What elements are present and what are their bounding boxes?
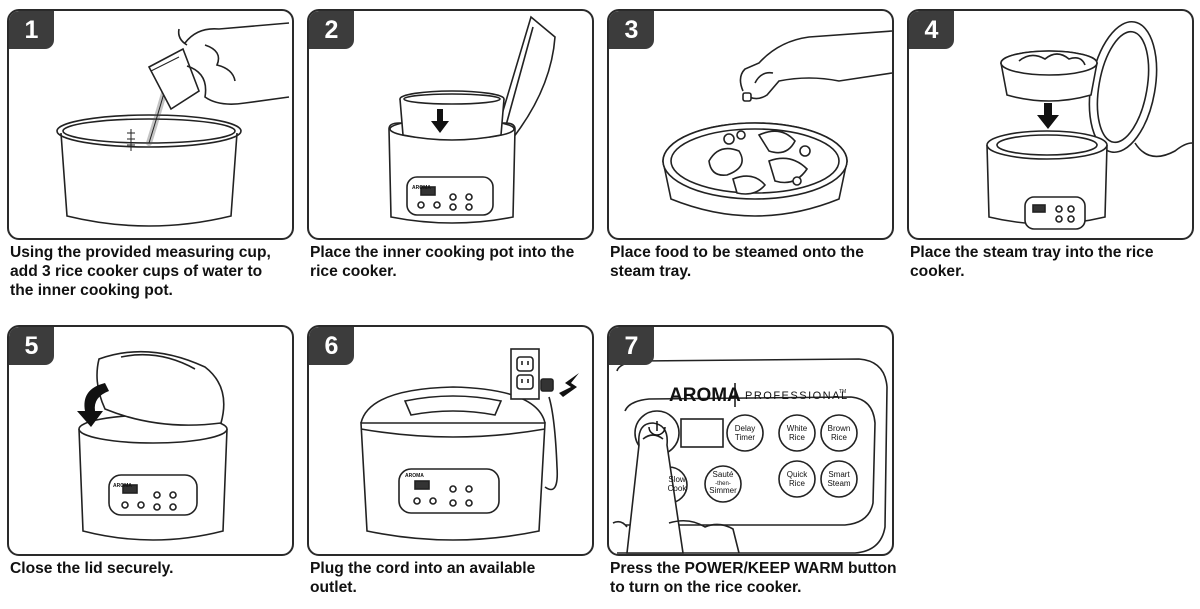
svg-text:Steam: Steam <box>827 479 850 488</box>
step-3-panel: 3 <box>607 9 894 240</box>
professional-label: PROFESSIONAL <box>745 390 849 402</box>
step-2-number: 2 <box>309 11 354 49</box>
svg-text:Simmer: Simmer <box>709 486 737 495</box>
close-lid-illustration: AROMA <box>77 350 228 541</box>
step-4-panel: 4 <box>907 9 1194 240</box>
food-on-steam-tray-illustration <box>662 30 892 217</box>
svg-text:Timer: Timer <box>735 433 755 442</box>
plug-in-illustration: AROMA <box>360 348 579 541</box>
step-5-number: 5 <box>9 327 54 365</box>
step-6-panel: 6 AROMA <box>307 325 594 556</box>
pour-water-illustration <box>56 22 290 227</box>
svg-text:TM: TM <box>839 389 846 395</box>
svg-text:Quick: Quick <box>787 470 808 479</box>
svg-text:AROMA: AROMA <box>113 483 132 489</box>
step-6-caption: Plug the cord into an available outlet. <box>310 560 536 596</box>
svg-text:Smart: Smart <box>828 470 850 479</box>
step-7-panel: 7 <box>607 325 894 556</box>
step-2-caption: Place the inner cooking pot into the ric… <box>310 244 575 280</box>
step-7-number: 7 <box>609 327 654 365</box>
svg-text:Slow: Slow <box>668 475 686 484</box>
svg-text:Rice: Rice <box>831 433 848 442</box>
small-brand-logo: AROMA <box>412 185 431 191</box>
step-3-caption: Place food to be steamed onto the steam … <box>610 244 864 280</box>
svg-text:Brown: Brown <box>828 424 851 433</box>
svg-text:Rice: Rice <box>789 479 806 488</box>
step-7-caption: Press the POWER/KEEP WARM button to turn… <box>610 560 897 596</box>
step-6-number: 6 <box>309 327 354 365</box>
svg-text:White: White <box>787 424 808 433</box>
svg-text:-then-: -then- <box>715 481 731 487</box>
step-3-number: 3 <box>609 11 654 49</box>
svg-text:AROMA: AROMA <box>405 473 424 479</box>
step-4-number: 4 <box>909 11 954 49</box>
step-4-caption: Place the steam tray into the rice cooke… <box>910 244 1154 280</box>
step-5-caption: Close the lid securely. <box>10 560 174 577</box>
step-2-panel: 2 AROMA <box>307 9 594 240</box>
svg-text:Sauté: Sauté <box>713 470 734 479</box>
svg-text:Cook: Cook <box>668 484 688 493</box>
step-1-caption: Using the provided measuring cup, add 3 … <box>10 244 271 299</box>
insert-pot-illustration: AROMA <box>388 15 556 224</box>
step-1-panel: 1 <box>7 9 294 240</box>
svg-text:Rice: Rice <box>789 433 806 442</box>
aroma-logo: AROMA <box>669 385 741 406</box>
svg-text:Delay: Delay <box>735 424 755 433</box>
insert-steam-tray-illustration <box>986 20 1192 230</box>
step-1-number: 1 <box>9 11 54 49</box>
step-5-panel: 5 AROMA <box>7 325 294 556</box>
control-panel-illustration: AROMA PROFESSIONAL TM Delay Timer White … <box>612 358 888 554</box>
